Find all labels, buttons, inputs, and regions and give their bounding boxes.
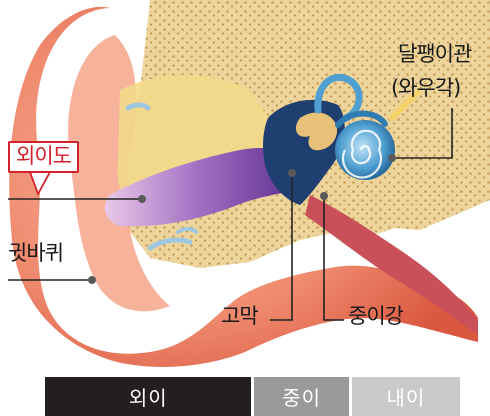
label-auricle: 귓바퀴	[8, 243, 63, 264]
label-cochlea-alt: (와우각)	[391, 78, 460, 99]
ear-section-bar: 외이 중이 내이	[45, 377, 460, 416]
leader-dot	[88, 276, 96, 284]
section-middle-ear: 중이	[251, 377, 348, 416]
section-outer-ear: 외이	[45, 377, 251, 416]
label-eardrum: 고막	[221, 306, 258, 327]
label-cochlea: 달팽이관	[398, 44, 471, 65]
section-inner-ear: 내이	[349, 377, 460, 416]
label-ear-canal: 외이도	[8, 141, 79, 173]
leader-dot	[288, 169, 296, 177]
label-middle-ear-cavity: 중이강	[348, 306, 403, 327]
leader-dot	[138, 195, 146, 203]
leader-dot	[320, 192, 328, 200]
leader-dot	[388, 154, 396, 162]
